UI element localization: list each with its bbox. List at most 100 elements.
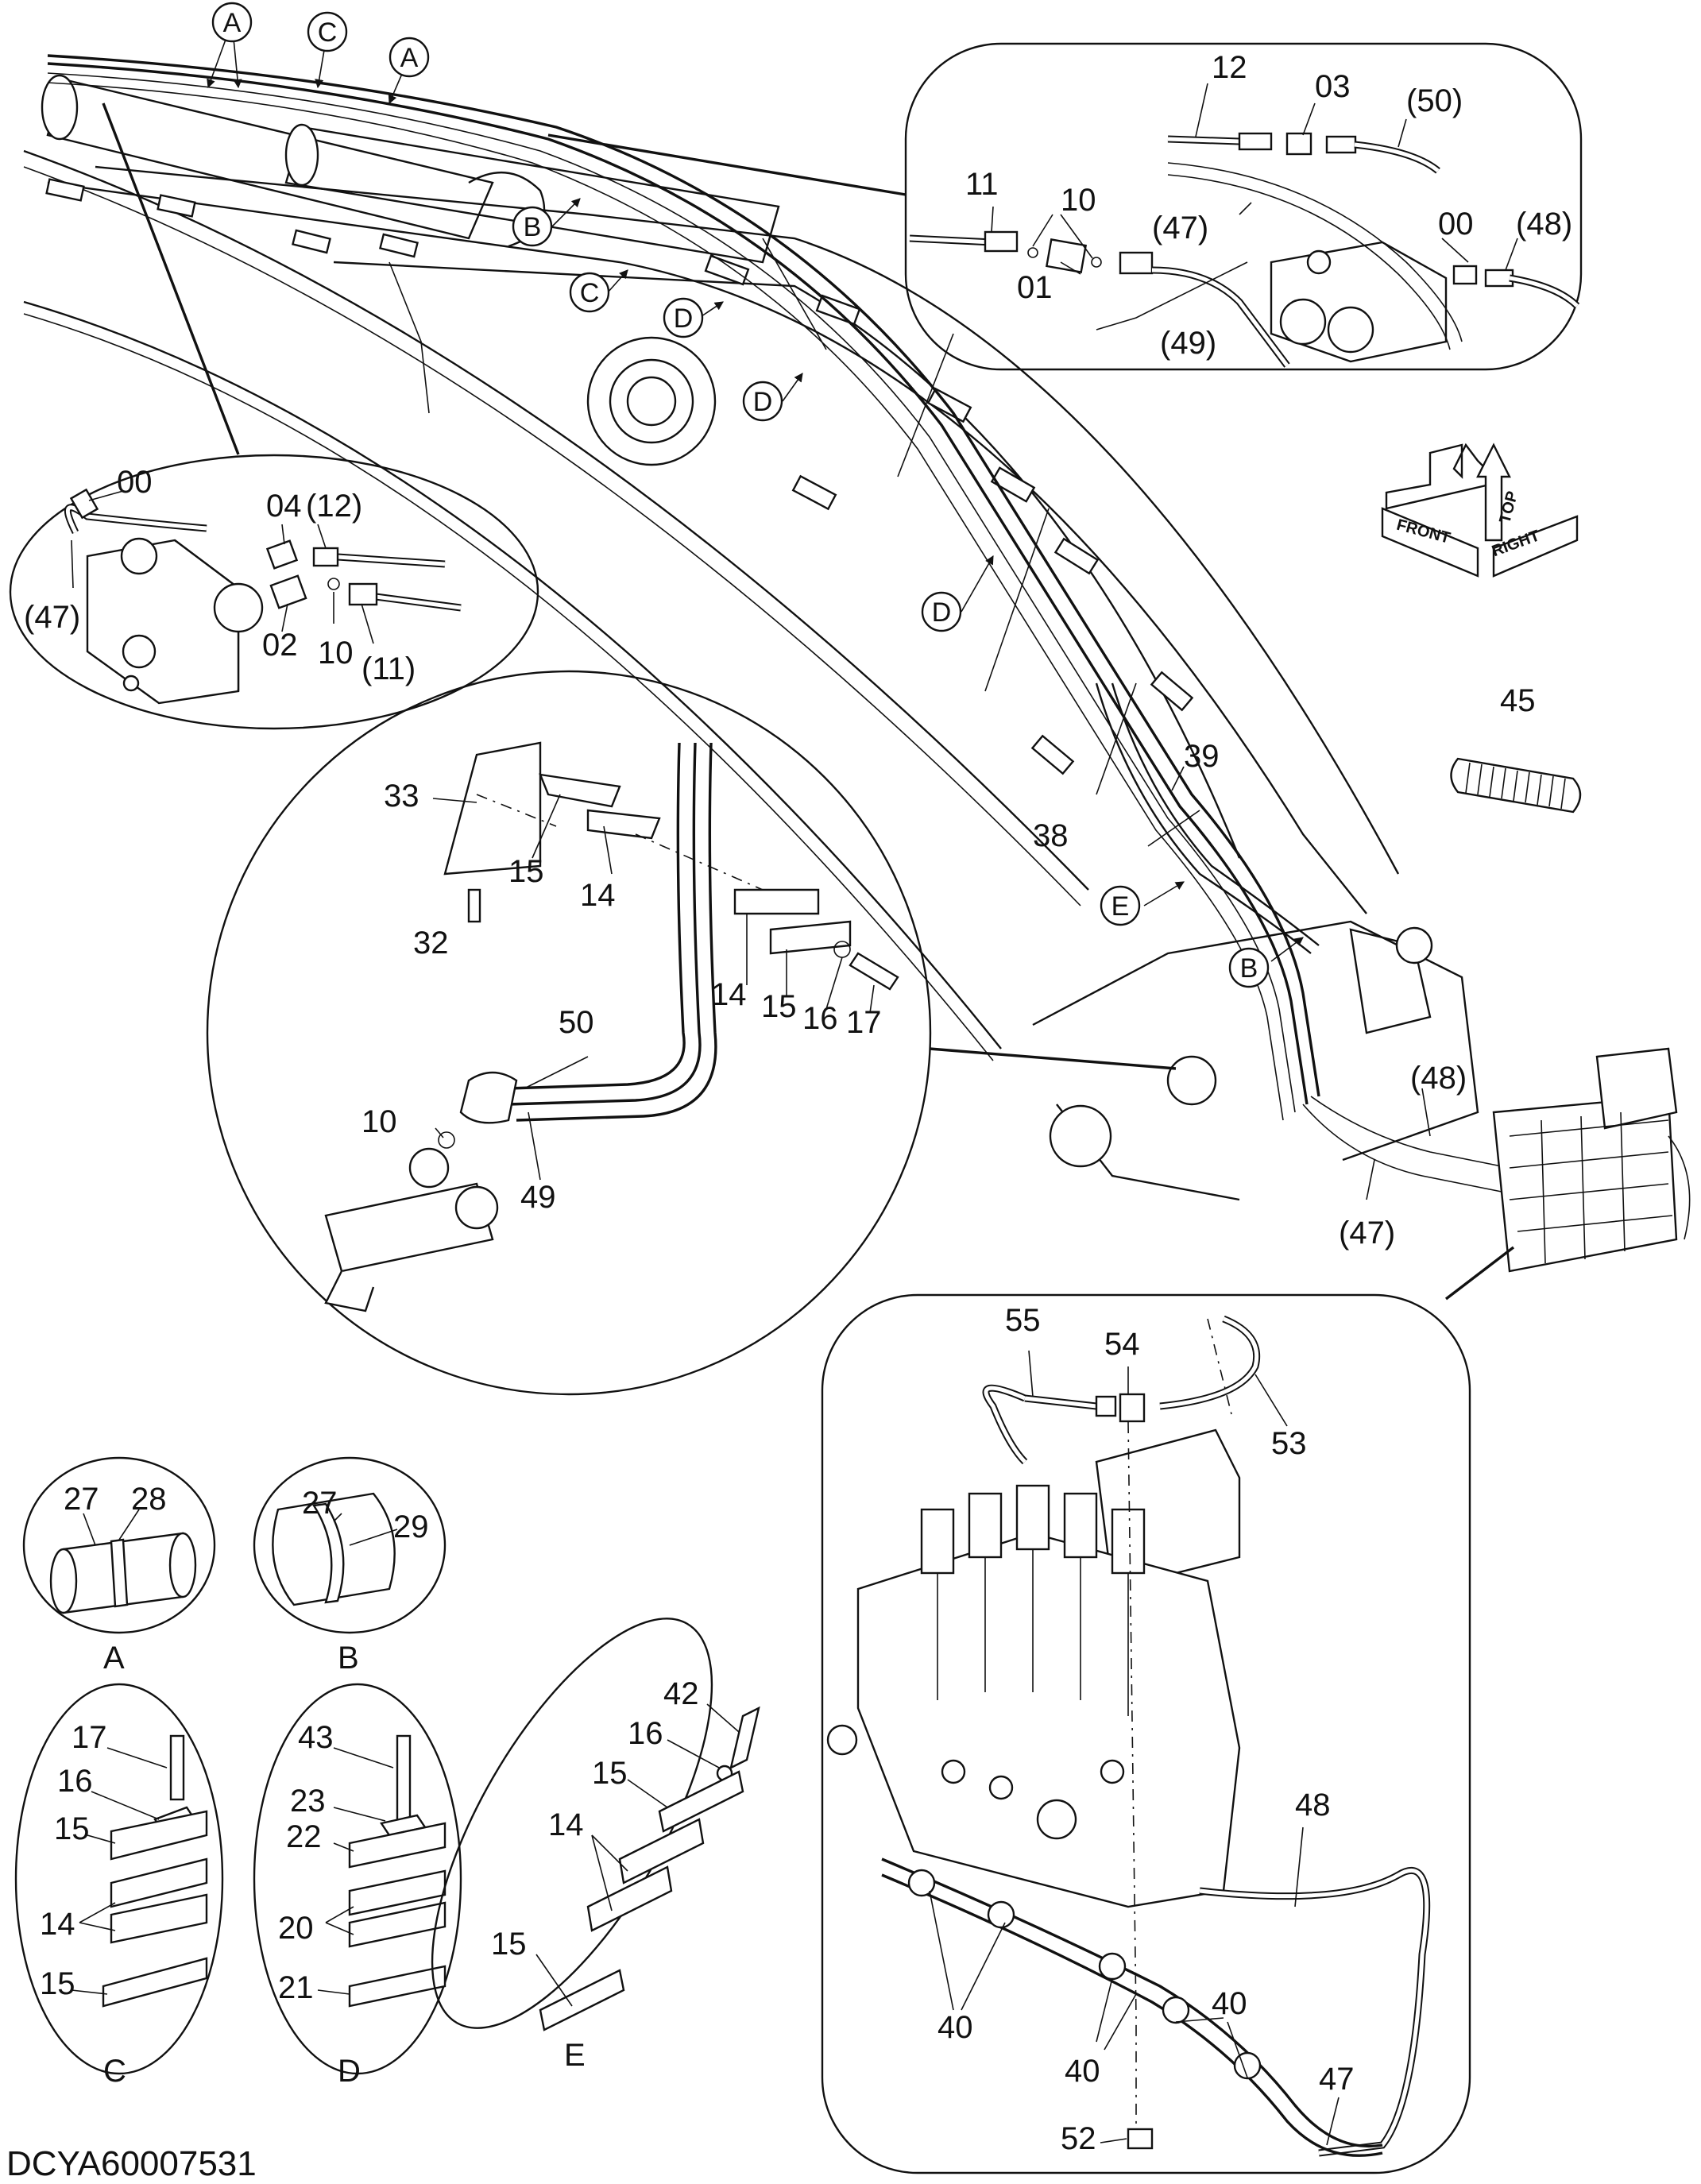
detail-marker-letter: A [400,43,419,73]
callout-label: 40 [1212,1986,1247,2021]
callout-label: 03 [1315,69,1351,104]
callout-label: 50 [559,1005,594,1040]
detail-marker-letter: C [580,278,600,308]
detail-A [22,1456,216,1634]
callout-label: 29 [393,1509,429,1544]
callout-label: 14 [711,977,747,1012]
callout-label: 27 [302,1486,338,1521]
callout-label: 49 [520,1180,556,1215]
callout-label: 04 [266,489,302,524]
callout-label: 23 [290,1784,326,1819]
detail-callout-markers: A C A B C D D D E B [211,2,1270,988]
callout-label: C [103,2054,126,2089]
callout-label: 27 [64,1482,99,1517]
detail-marker: C [569,272,610,313]
inset-clamp-circle [206,670,1177,1396]
callout-label: 47 [1319,2062,1355,2097]
callout-label: 20 [278,1911,314,1946]
detail-marker-letter: D [674,303,694,334]
detail-marker-circle [307,11,348,52]
callout-label: 15 [592,1756,628,1791]
inset-left-pump [9,102,539,730]
inset-top-right [547,42,1583,371]
callout-label: D [338,2054,361,2089]
detail-marker-circle [211,2,253,43]
callout-label: 28 [131,1482,167,1517]
callout-label: (47) [1339,1216,1395,1250]
callout-label: 48 [1295,1788,1331,1823]
detail-marker-circle [1100,885,1141,926]
callout-label: 54 [1104,1327,1140,1362]
callout-label: 38 [1033,818,1069,853]
callout-label: 15 [40,1966,75,2001]
callout-label: 52 [1061,2121,1096,2156]
detail-marker-circle [389,37,430,78]
callout-label: 16 [802,1001,838,1036]
callout-label: 14 [548,1807,584,1842]
callout-label: 17 [846,1005,882,1040]
detail-marker: D [742,381,783,422]
callout-leaders [207,21,1431,1200]
detail-B [253,1456,447,1634]
callout-label: A [103,1641,125,1676]
detail-marker: C [307,11,348,52]
callout-label: (47) [24,600,80,635]
detail-marker: A [389,37,430,78]
detail-marker-circle [742,381,783,422]
callout-label: 17 [72,1720,107,1755]
callout-label: (11) [361,651,416,686]
control-valve-small [1492,1047,1691,1273]
callout-label: 15 [761,989,797,1024]
callout-label: 40 [937,2010,973,2045]
callout-label: 42 [663,1676,699,1711]
detail-marker-letter: B [1240,953,1258,984]
callout-label: 00 [1438,207,1474,242]
callout-label: 40 [1065,2054,1100,2089]
callout-label: 00 [117,465,153,500]
callout-label: 33 [384,779,419,814]
callout-label: (47) [1152,211,1208,245]
detail-marker-circle [512,206,553,247]
detail-marker-letter: E [1111,891,1130,922]
callout-label: 10 [361,1104,397,1139]
detail-marker-circle [663,297,704,338]
callout-label: 10 [318,636,354,671]
detail-marker-circle [569,272,610,313]
detail-C [14,1683,224,2075]
callout-label: B [338,1641,359,1676]
callout-label: 55 [1005,1303,1041,1338]
spring-part-45 [1450,757,1582,814]
callout-label: 16 [57,1764,93,1799]
callout-label: (48) [1516,207,1572,242]
callout-label: (48) [1410,1061,1467,1096]
callout-label: 22 [286,1819,322,1854]
detail-marker: E [1100,885,1141,926]
callout-label: 21 [278,1970,314,2005]
detail-marker: A [211,2,253,43]
drawing-code: DCYA60007531 [6,2144,257,2183]
detail-D [253,1683,462,2075]
callout-label: 45 [1500,683,1536,718]
callout-label: 15 [491,1927,527,1962]
detail-marker: D [921,591,962,632]
detail-marker-circle [921,591,962,632]
callout-label: E [564,2038,586,2073]
callout-label: 53 [1271,1426,1307,1461]
callout-label: 14 [580,878,616,913]
detail-marker-letter: B [524,212,542,242]
callout-label: 15 [508,854,544,889]
callout-label: 32 [413,926,449,961]
boom-assembly [23,54,1510,1201]
detail-marker-letter: C [318,17,338,48]
detail-marker-letter: A [223,8,242,38]
callout-label: 15 [54,1811,90,1846]
detail-marker: B [1228,947,1270,988]
callout-label: 02 [262,628,298,663]
callout-label: 16 [628,1716,663,1751]
detail-marker-circle [1228,947,1270,988]
detail-marker-letter: D [932,597,952,628]
